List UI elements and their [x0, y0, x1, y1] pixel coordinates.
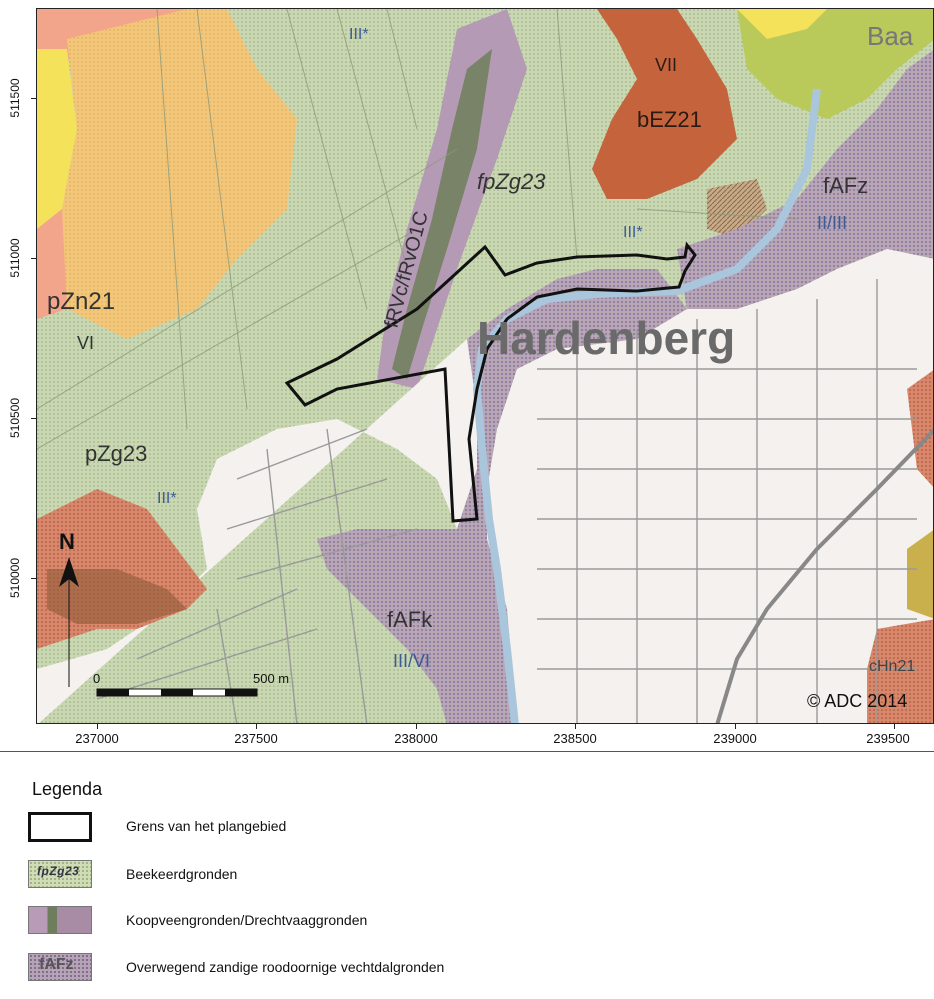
y-tick-mark: [31, 578, 36, 579]
roman-label: III*: [623, 224, 643, 241]
legend-title: Legenda: [32, 779, 103, 799]
north-arrow: N: [59, 529, 79, 687]
x-tick-237000: 237000: [75, 731, 119, 746]
copyright-label: © ADC 2014: [807, 691, 907, 711]
roman-label: III/VI: [393, 651, 430, 671]
brown-red-zone-e: [907, 370, 933, 487]
vechtdal-zone-ne: [677, 50, 933, 309]
legend-divider: [0, 751, 934, 752]
x-tick-mark: [575, 724, 576, 729]
x-tick-mark: [735, 724, 736, 729]
roman-label: VI: [77, 333, 94, 353]
soil-code-label: fpZg23: [477, 169, 546, 194]
x-tick-238000: 238000: [394, 731, 438, 746]
soil-map[interactable]: Hardenberg fpZg23 bEZ21 fAFz pZn21 pZg23…: [36, 8, 934, 724]
street-network: [96, 279, 917, 723]
koopveen-dark-band: [392, 49, 492, 379]
roman-label: II/III: [817, 213, 847, 233]
vechtdal-swatch: fAFz: [28, 953, 92, 981]
soil-code-label: pZn21: [47, 288, 115, 315]
brown-red-zone-se: [867, 619, 933, 723]
x-tick-mark: [97, 724, 98, 729]
x-tick-237500: 237500: [234, 731, 278, 746]
olive-zone-e: [907, 530, 933, 619]
x-tick-mark: [256, 724, 257, 729]
boundary-swatch: [28, 812, 92, 842]
vechtdal-zone-s: [317, 269, 687, 723]
beekeerd-swatch: fpZg23: [28, 860, 92, 888]
legend-item-koopveen: Koopveengronden/Drechtvaaggronden: [28, 906, 908, 938]
railway: [715, 428, 933, 723]
y-tick-mark: [31, 418, 36, 419]
soil-code-label: bEZ21: [637, 107, 702, 132]
yellow-zone: [37, 49, 77, 229]
y-tick-mark: [31, 258, 36, 259]
yellow-zone-2: [737, 9, 827, 39]
x-tick-mark: [894, 724, 895, 729]
roman-label: VII: [655, 55, 677, 75]
koopveen-swatch: [28, 906, 92, 934]
soil-code-label: pZg23: [85, 441, 147, 466]
y-tick-mark: [31, 98, 36, 99]
legend-label: Overwegend zandige roodoornige vechtdalg…: [126, 959, 445, 975]
soil-code-label: cHn21: [869, 658, 915, 675]
salmon-zone-2: [37, 209, 67, 319]
soil-code-label: fAFz: [823, 173, 868, 198]
field-lines: [37, 9, 798, 450]
x-tick-mark: [416, 724, 417, 729]
scale-bar: 0 500 m: [93, 671, 289, 697]
north-label: N: [59, 529, 75, 554]
legend-label: Beekeerdgronden: [126, 866, 238, 882]
scale-end-label: 500 m: [253, 671, 289, 686]
plan-boundary[interactable]: [284, 241, 697, 523]
legend-item-beekeerd: fpZg23 Beekeerdgronden: [28, 860, 908, 892]
place-label: Hardenberg: [477, 312, 735, 364]
dark-brown-zone: [47, 569, 187, 624]
legend-item-vechtdal: fAFz Overwegend zandige roodoornige vech…: [28, 953, 908, 985]
swatch-code: fpZg23: [37, 864, 80, 878]
swatch-code: fAFz: [39, 956, 74, 973]
soil-code-label: Baa: [867, 21, 914, 51]
soil-map-canvas: Hardenberg fpZg23 bEZ21 fAFz pZn21 pZg23…: [37, 9, 933, 723]
x-tick-239000: 239000: [713, 731, 757, 746]
legend-label: Koopveengronden/Drechtvaaggronden: [126, 912, 368, 928]
roman-label: III*: [349, 26, 369, 43]
legend-label: Grens van het plangebied: [126, 818, 287, 834]
roman-label: III*: [157, 490, 177, 507]
scale-start-label: 0: [93, 671, 100, 686]
x-tick-239500: 239500: [866, 731, 910, 746]
soil-code-label: fAFk: [387, 607, 433, 632]
lime-zone: [737, 9, 933, 119]
orange-sand-zone: [47, 9, 297, 339]
x-tick-238500: 238500: [553, 731, 597, 746]
brown-red-zone: [592, 9, 737, 199]
legend-item-boundary: Grens van het plangebied: [28, 812, 908, 844]
